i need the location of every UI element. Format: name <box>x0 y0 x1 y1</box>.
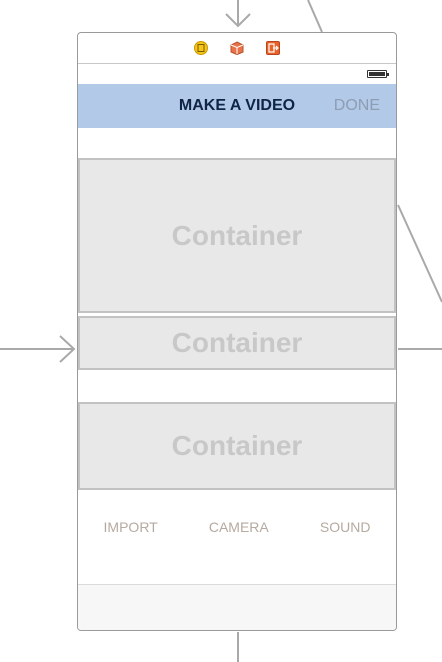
container-view-top[interactable]: Container <box>78 158 396 313</box>
camera-button[interactable]: CAMERA <box>208 519 269 535</box>
battery-icon <box>367 70 389 78</box>
import-button[interactable]: IMPORT <box>103 519 158 535</box>
initial-arrow-head <box>59 335 76 363</box>
segue-line-right <box>397 204 442 303</box>
container-label: Container <box>171 430 303 461</box>
view-controller-scene[interactable]: MAKE A VIDEO DONE Container Container Co… <box>77 32 397 631</box>
nav-title: MAKE A VIDEO <box>178 97 296 114</box>
container-view-middle[interactable]: Container <box>78 316 396 370</box>
container-view-bottom[interactable]: Container <box>78 402 396 490</box>
view-controller-icon[interactable] <box>194 41 208 55</box>
container-label: Container <box>171 219 303 251</box>
sound-button[interactable]: SOUND <box>319 519 371 535</box>
action-button-row: IMPORT CAMERA SOUND <box>78 517 396 537</box>
segue-line-top-right <box>307 0 323 33</box>
first-responder-icon[interactable] <box>230 41 244 56</box>
navigation-bar: MAKE A VIDEO DONE <box>78 84 396 128</box>
arrow-head-top <box>225 13 251 28</box>
container-label: Container <box>171 327 303 358</box>
status-bar <box>78 64 396 84</box>
done-button[interactable]: DONE <box>333 97 380 114</box>
bottom-toolbar <box>78 584 396 630</box>
scene-dock <box>78 33 396 64</box>
exit-icon[interactable] <box>266 41 280 55</box>
